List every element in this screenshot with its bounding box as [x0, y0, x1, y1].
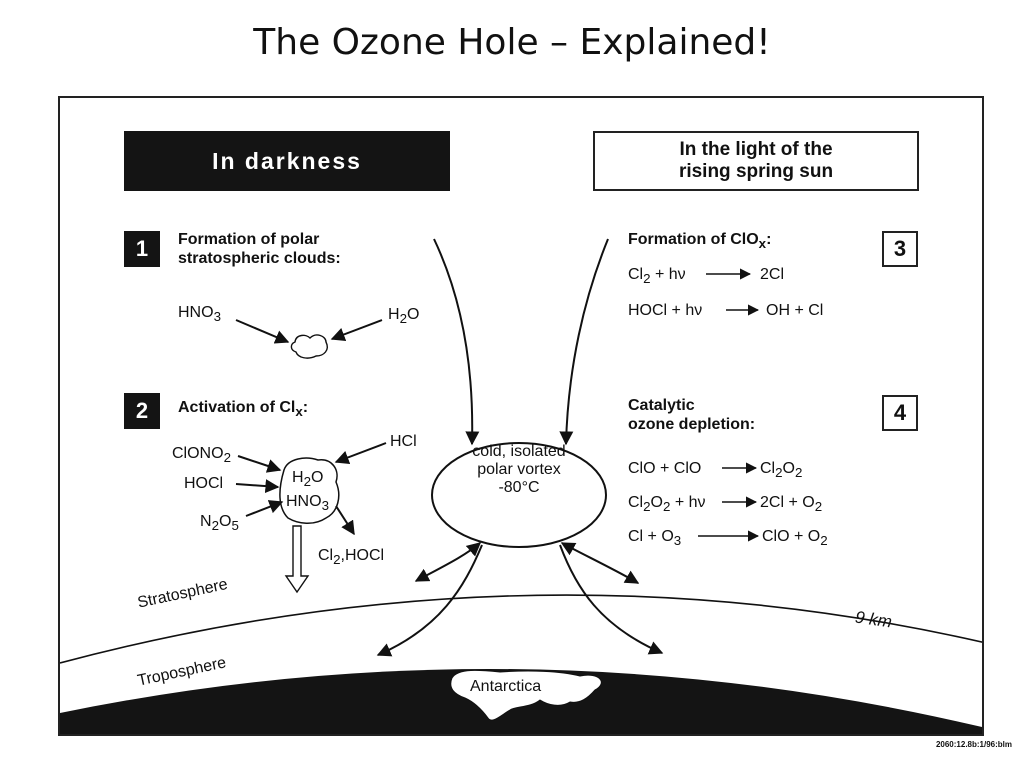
psc-cloud-1 — [290, 334, 328, 359]
reaction-3-1-cl: Cl — [628, 266, 644, 283]
reaction-4-2-sub1: 2 — [643, 499, 651, 515]
particle-hno3-sub: 3 — [321, 498, 329, 514]
reaction-4-3-rhs: ClO + O2 — [762, 527, 828, 550]
reaction-3-1-sub: 2 — [643, 271, 651, 287]
particle-hno3-base: HNO — [286, 493, 322, 510]
diagram-graphics — [60, 238, 982, 734]
step4-title: Catalytic ozone depletion: — [628, 396, 755, 434]
reaction-4-2-hv: + hν — [670, 494, 706, 511]
step2-title: Activation of Clx: — [178, 398, 308, 421]
reaction-4-1-rhs: Cl2O2 — [760, 459, 802, 482]
vortex-line2: polar vortex — [477, 461, 561, 478]
reaction-3-1-lhs: Cl2 + hν — [628, 265, 686, 288]
reaction-3-2-rhs: OH + Cl — [766, 302, 824, 319]
reaction-4-2-products: 2Cl + O — [760, 494, 815, 511]
antarctica-label: Antarctica — [470, 678, 542, 695]
species-n2o5-sub2: 5 — [231, 518, 239, 534]
reaction-3-1-hv: + hν — [650, 266, 686, 283]
products-cl2-hocl: Cl2,HOCl — [318, 546, 384, 569]
polar-vortex-label: cold, isolated polar vortex -80°C — [432, 443, 606, 497]
particle-h2o-sub: 2 — [303, 474, 311, 490]
reaction-4-2-rhs-sub: 2 — [814, 499, 823, 515]
step2-title-sub: x — [295, 404, 303, 420]
reaction-4-1-sub2: 2 — [794, 465, 803, 481]
reaction-4-3-lhs: Cl + O3 — [628, 527, 681, 550]
step-number-4: 4 — [882, 395, 918, 431]
species-n2o5-sub1: 2 — [211, 518, 219, 534]
reaction-3-2-lhs: HOCl + hν — [628, 302, 703, 319]
step3-title-end: : — [766, 231, 772, 248]
step-number-1: 1 — [124, 231, 160, 267]
step4-title-line1: Catalytic — [628, 397, 695, 414]
reaction-4-2-sub2: 2 — [662, 499, 671, 515]
reaction-4-2-lhs: Cl2O2 + hν — [628, 493, 706, 516]
species-n2o5-o: O — [218, 513, 232, 530]
particle-hno3: HNO3 — [286, 492, 329, 515]
step2-title-base: Activation of Cl — [178, 399, 296, 416]
tropopause-line — [60, 594, 982, 664]
species-clono2-base: ClONO — [172, 445, 224, 462]
particle-h2o-end: O — [310, 469, 324, 486]
sedimentation-arrow — [284, 525, 310, 594]
reaction-4-1-o: O — [782, 460, 795, 477]
reaction-4-1-lhs: ClO + ClO — [628, 460, 702, 477]
particle-h2o-base: H — [292, 469, 304, 486]
header-in-darkness: In darkness — [124, 131, 450, 191]
products-cl2-sub: 2 — [333, 552, 341, 568]
header-in-light: In the light of the rising spring sun — [593, 131, 919, 191]
species-h2o-base: H — [388, 306, 400, 323]
species-hocl: HOCl — [184, 475, 224, 492]
header-in-darkness-label: In darkness — [212, 147, 362, 174]
reaction-4-3-rhs-sub: 2 — [820, 533, 828, 549]
step1-title: Formation of polar stratospheric clouds: — [178, 230, 341, 268]
species-hno3-base: HNO — [178, 304, 214, 321]
species-hno3-sub: 3 — [213, 309, 221, 325]
step1-title-line2: stratospheric clouds: — [178, 250, 341, 267]
step-number-2: 2 — [124, 393, 160, 429]
species-hcl: HCl — [390, 433, 417, 450]
vortex-line1: cold, isolated — [472, 443, 566, 460]
figure-credit: 2060:12.8b:1/96:blm — [935, 740, 1012, 749]
products-hocl: ,HOCl — [340, 547, 385, 564]
species-n2o5-n: N — [200, 513, 212, 530]
reaction-4-3-lhs-sub: 3 — [673, 533, 682, 549]
step3-title-base: Formation of ClO — [628, 231, 759, 248]
reaction-4-2-cl: Cl — [628, 494, 644, 511]
particle-h2o: H2O — [292, 468, 323, 491]
species-clono2-sub: 2 — [223, 450, 231, 466]
reaction-4-2-o: O — [650, 494, 663, 511]
species-h2o: H2O — [388, 305, 419, 328]
reaction-4-3-products: ClO + O — [762, 528, 821, 545]
reaction-4-3-reactants: Cl + O — [628, 528, 674, 545]
reaction-4-2-rhs: 2Cl + O2 — [760, 493, 822, 516]
diagram-frame: In darkness In the light of the rising s… — [58, 96, 984, 736]
step2-title-end: : — [302, 399, 309, 416]
species-clono2: ClONO2 — [172, 444, 231, 467]
species-h2o-end: O — [406, 306, 420, 323]
psc-cloud-2 — [279, 457, 340, 524]
step3-title-sub: x — [758, 236, 767, 252]
step-number-3: 3 — [882, 231, 918, 267]
species-hno3: HNO3 — [178, 303, 221, 326]
header-in-light-line1: In the light of the — [679, 139, 833, 160]
reaction-4-1-sub1: 2 — [775, 465, 783, 481]
step4-title-line2: ozone depletion: — [628, 416, 756, 433]
slide-title: The Ozone Hole – Explained! — [253, 22, 771, 63]
species-h2o-sub: 2 — [399, 311, 407, 327]
vortex-line3: -80°C — [498, 479, 540, 496]
header-in-light-line2: rising spring sun — [678, 161, 834, 182]
reaction-4-1-cl: Cl — [760, 460, 776, 477]
species-n2o5: N2O5 — [200, 512, 239, 535]
step1-title-line1: Formation of polar — [178, 231, 320, 248]
polar-vortex-ellipse — [431, 442, 607, 548]
antarctica-shape — [450, 669, 602, 721]
reaction-3-1-rhs: 2Cl — [760, 266, 785, 283]
products-cl2: Cl — [318, 547, 334, 564]
step3-title: Formation of ClOx: — [628, 230, 771, 253]
